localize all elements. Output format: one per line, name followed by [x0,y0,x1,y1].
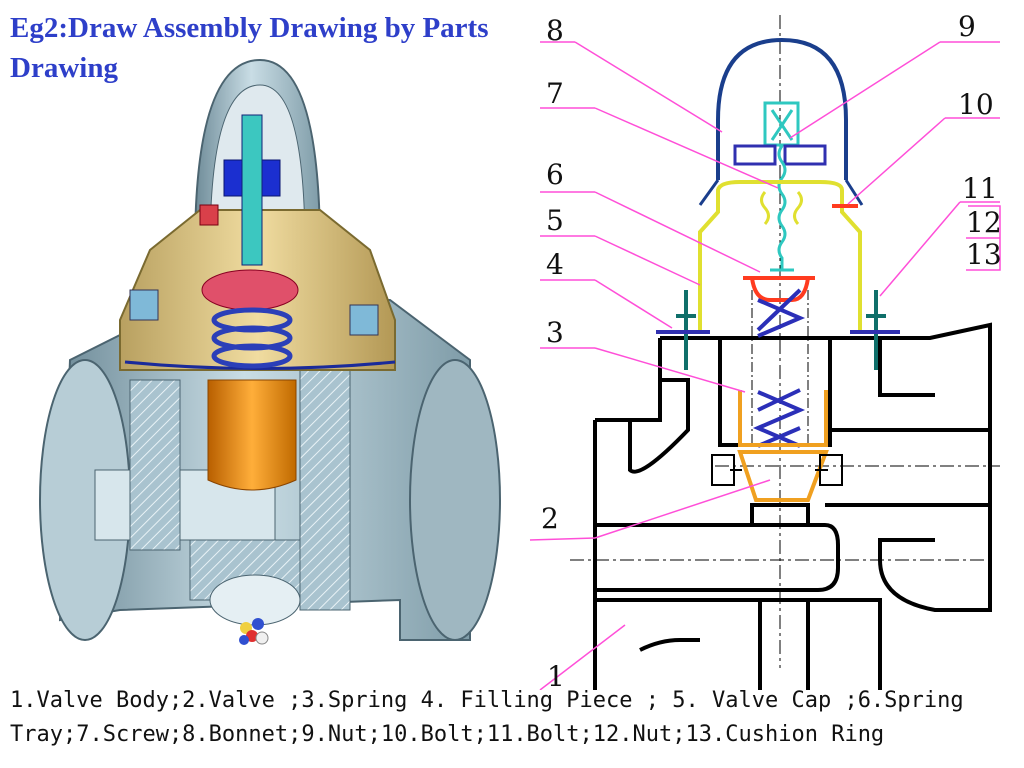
callout-8: 8 [546,14,564,47]
callout-13: 13 [966,238,1002,271]
callout-9: 9 [958,10,976,43]
molecule-icon [239,618,269,645]
callout-6: 6 [546,158,564,191]
valve-cap [698,180,862,330]
filling-piece [738,390,828,447]
legend-line-1: 1.Valve Body;2.Valve ;3.Spring 4. Fillin… [10,688,964,713]
parts-legend: 1.Valve Body;2.Valve ;3.Spring 4. Fillin… [10,684,1024,768]
valve-body-cutaway [39,58,501,641]
stem-cylinder [751,290,809,445]
bonnet [716,37,848,180]
top-nut [733,101,827,166]
callout-5: 5 [546,204,564,237]
title-line-2: Drawing [10,52,118,84]
title-line-1: Eg2:Draw Assembly Drawing by Parts [10,12,489,44]
callout-1: 1 [547,660,565,690]
legend-line-2: Tray;7.Screw;8.Bonnet;9.Nut;10.Bolt;11.B… [10,722,885,747]
spring-tray [743,276,815,302]
valve-body-outline [593,322,992,690]
leader-lines [529,41,1001,690]
assembly-drawing: 1 2 3 4 5 6 7 8 9 10 11 12 13 [529,10,1002,690]
center-lines [570,15,1000,668]
valve-cutaway-illustration [39,58,501,645]
valve-seat-details [711,454,843,486]
callout-7: 7 [546,77,564,110]
callout-11: 11 [962,172,998,205]
callout-2: 2 [541,502,559,535]
main-spring [752,288,806,448]
callout-numbers: 1 2 3 4 5 6 7 8 9 10 11 12 13 [541,10,1002,690]
slide-title: Eg2:Draw Assembly Drawing by Parts Drawi… [10,8,610,88]
callout-10: 10 [958,88,994,121]
callout-3: 3 [546,316,564,349]
callout-4: 4 [546,248,564,281]
valve-disc [737,450,829,502]
adjusting-screw [777,145,787,270]
callout-12: 12 [966,206,1002,239]
